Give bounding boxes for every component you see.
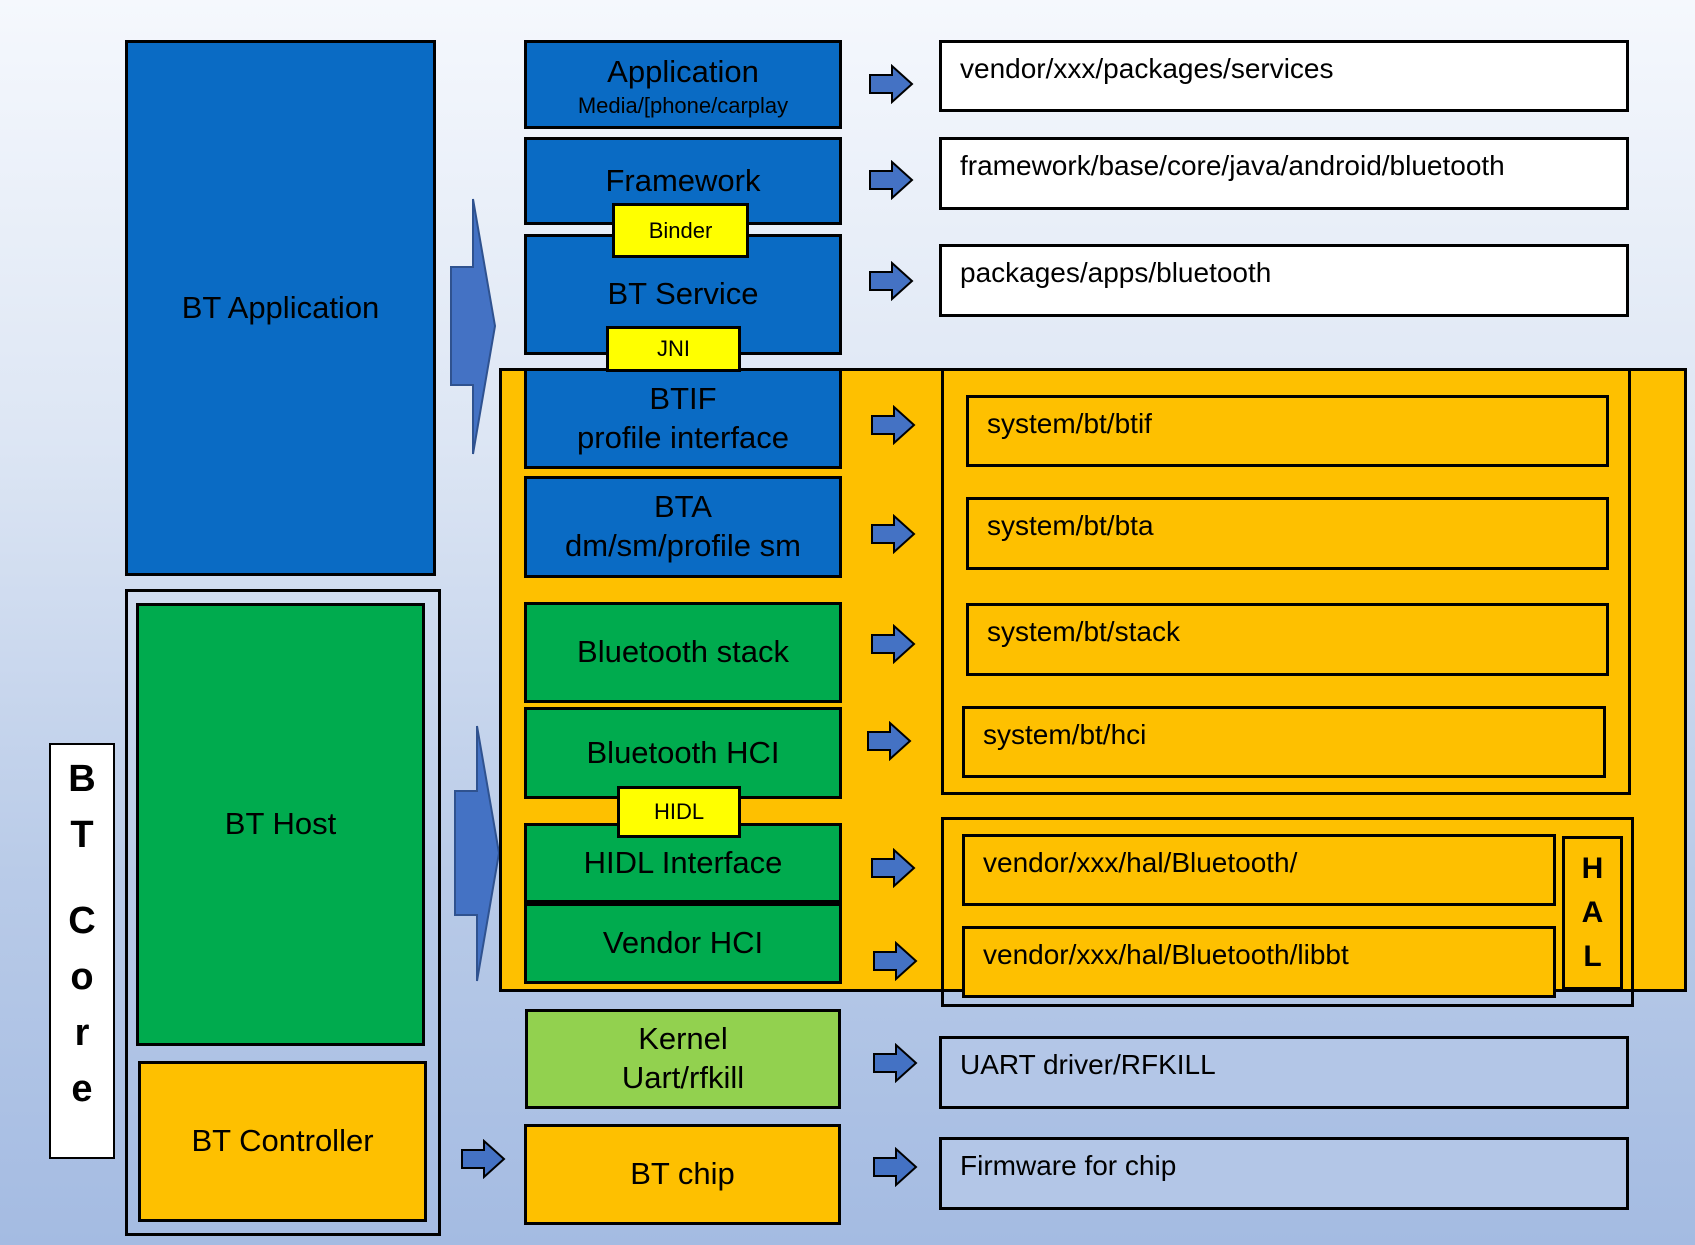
bt-host-block: BT Host [136,603,425,1046]
btif-title: BTIF [649,380,717,416]
vendor-hci-block: Vendor HCI [524,903,842,984]
hidl-interface-label: HIDL Interface [583,844,783,880]
arrow-right-icon [871,514,916,554]
path-hal-bluetooth-text: vendor/xxx/hal/Bluetooth/ [983,847,1298,878]
host-layer-arrow-icon [454,725,501,982]
binder-label: Binder [648,217,713,243]
controller-arrow-icon [461,1139,506,1179]
application-subtitle: Media/[phone/carplay [577,92,789,118]
path-hal-bluetooth: vendor/xxx/hal/Bluetooth/ [962,834,1556,906]
hal-letter: A [1581,896,1604,929]
hal-letter: H [1581,852,1604,885]
path-bta-text: system/bt/bta [987,510,1154,541]
arrow-right-icon [869,160,914,200]
path-bt-service: packages/apps/bluetooth [939,244,1629,317]
path-bt-service-text: packages/apps/bluetooth [960,257,1272,288]
bt-controller-label: BT Controller [191,1123,374,1159]
bt-chip-label: BT chip [630,1156,735,1192]
path-framework-text: framework/base/core/java/android/bluetoo… [960,150,1505,181]
bt-application-block: BT Application [125,40,436,576]
arrow-right-icon [869,261,914,301]
path-hal-libbt: vendor/xxx/hal/Bluetooth/libbt [962,926,1556,998]
bt-chip-block: BT chip [524,1124,841,1225]
bt-core-letter: C [68,900,96,942]
arrow-right-icon [873,1043,918,1083]
bluetooth-hci-block: Bluetooth HCI [524,707,842,799]
bt-host-label: BT Host [224,806,337,842]
path-kernel-text: UART driver/RFKILL [960,1049,1216,1080]
hal-letter: L [1583,940,1602,973]
bluetooth-stack-block: Bluetooth stack [524,602,842,703]
arrow-right-icon [871,405,916,445]
framework-label: Framework [605,162,761,198]
path-bta: system/bt/bta [966,497,1609,570]
bluetooth-hci-label: Bluetooth HCI [586,734,780,770]
bt-application-label: BT Application [181,289,380,325]
system-bt-region [941,368,1631,795]
path-firmware: Firmware for chip [939,1137,1629,1210]
btif-subtitle: profile interface [577,419,789,455]
path-btif-text: system/bt/btif [987,408,1152,439]
path-kernel: UART driver/RFKILL [939,1036,1629,1109]
hidl-label: HIDL [653,799,705,824]
application-title: Application [607,54,759,89]
bt-core-letter: e [71,1068,93,1110]
path-btif: system/bt/btif [966,395,1609,467]
path-stack: system/bt/stack [966,603,1609,676]
hal-region [941,817,1634,1007]
bta-subtitle: dm/sm/profile sm [565,528,801,563]
kernel-title: Kernel [638,1021,728,1057]
bt-controller-block: BT Controller [138,1061,427,1222]
kernel-block: Kernel Uart/rfkill [525,1009,841,1109]
hal-vertical-label: H A L [1562,836,1623,990]
path-hci-text: system/bt/hci [983,719,1147,750]
path-hal-libbt-text: vendor/xxx/hal/Bluetooth/libbt [983,939,1349,970]
app-layer-arrow-icon [450,198,497,455]
hidl-tag: HIDL [617,786,741,838]
arrow-right-icon [867,721,912,761]
kernel-subtitle: Uart/rfkill [621,1060,745,1095]
path-stack-text: system/bt/stack [987,616,1180,647]
bluetooth-stack-label: Bluetooth stack [577,634,789,670]
bta-block: BTA dm/sm/profile sm [524,476,842,578]
bt-core-letter: r [74,1012,90,1054]
bt-service-label: BT Service [607,276,759,312]
arrow-right-icon [871,848,916,888]
arrow-right-icon [873,1147,918,1187]
btif-block: BTIF profile interface [524,368,842,469]
path-application-text: vendor/xxx/packages/services [960,53,1334,84]
arrow-right-icon [871,624,916,664]
bta-title: BTA [654,489,712,525]
bt-core-group [125,589,441,1236]
bt-core-letter: B [68,758,96,800]
path-application: vendor/xxx/packages/services [939,40,1629,112]
application-block: Application Media/[phone/carplay [524,40,842,129]
path-firmware-text: Firmware for chip [960,1150,1177,1181]
binder-tag: Binder [612,203,749,258]
jni-tag: JNI [606,326,741,372]
bt-core-letter: T [70,814,94,856]
path-hci: system/bt/hci [962,706,1606,778]
path-framework: framework/base/core/java/android/bluetoo… [939,137,1629,210]
arrow-right-icon [869,64,914,104]
arrow-right-icon [873,941,918,981]
vendor-hci-label: Vendor HCI [602,925,764,961]
jni-label: JNI [657,336,690,361]
bt-core-vertical-label: B T C o r e [49,743,115,1159]
bt-core-letter: o [70,956,94,998]
